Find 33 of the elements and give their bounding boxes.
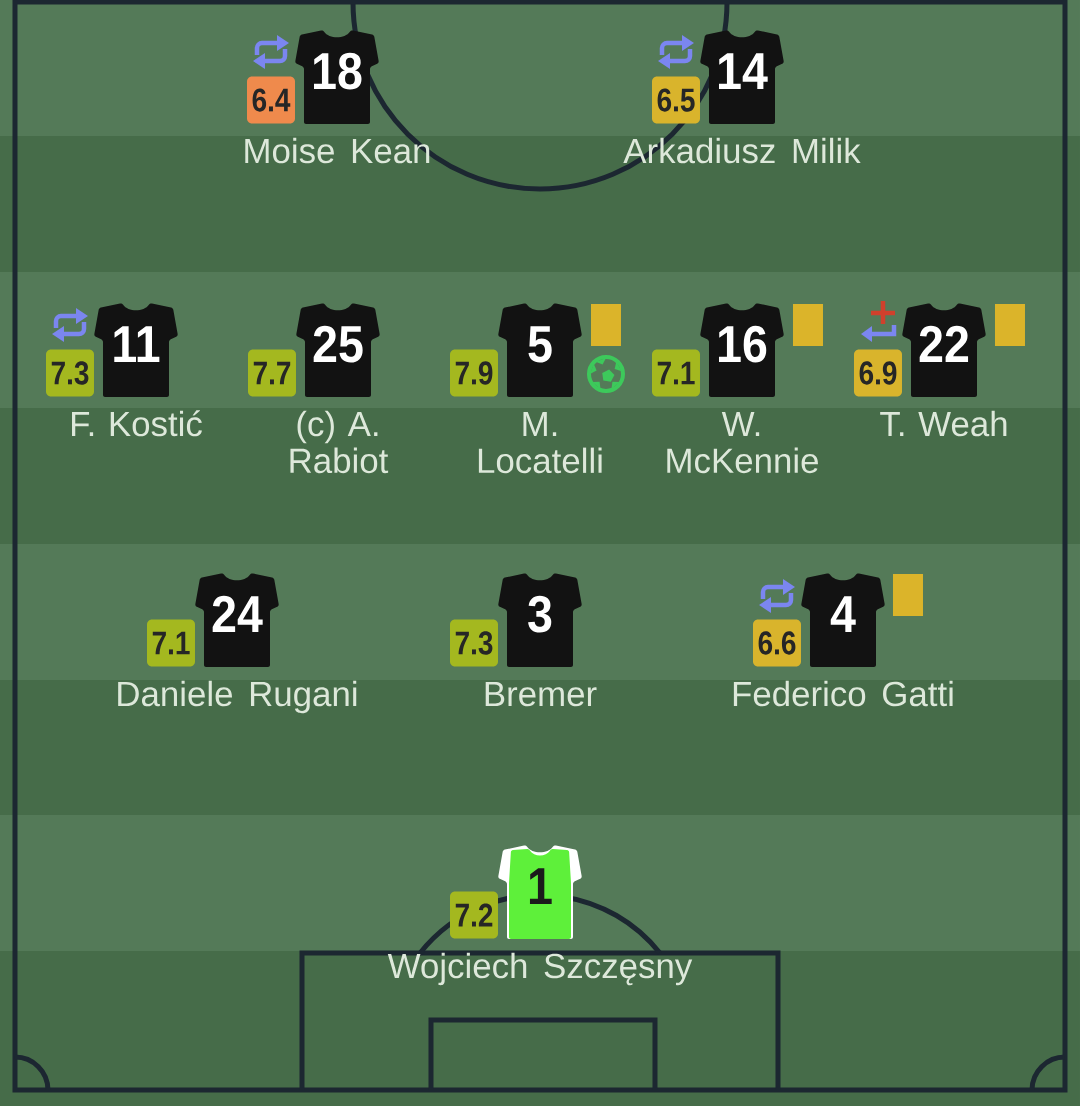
shirt: 18 [295,30,379,124]
rating-badge: 7.1 [652,349,700,397]
rating-badge: 7.2 [450,891,498,939]
player-name: Wojciech Szczęsny [387,952,693,986]
shirt: 3 [498,573,582,667]
rating-badge: 7.1 [147,619,195,667]
player-name: F. Kostić [72,410,202,437]
player-name: Federico Gatti [733,680,953,707]
player-name: T. Weah [880,410,1007,437]
shirt: 24 [195,573,279,667]
rating-badge: 7.9 [450,349,498,397]
rating-badge: 7.3 [46,349,94,397]
rating-badge: 7.7 [248,349,296,397]
rating-badge: 7.3 [450,619,498,667]
player-name: Arkadiusz Milik [623,137,861,164]
shirt: 1 [498,845,582,939]
player-name: Daniele Rugani [118,680,357,714]
player-name: W. McKennie [667,412,818,474]
rating-badge: 6.6 [753,619,801,667]
rating-badge: 6.9 [854,349,902,397]
player-name: Bremer [485,682,597,707]
shirt: 11 [94,303,178,397]
rating-badge: 6.5 [652,76,700,124]
shirt: 22 [902,303,986,397]
rating-badge: 6.4 [247,76,295,124]
shirt: 14 [700,30,784,124]
player-name: M. Locatelli [478,412,602,474]
player-name: Moise Kean [245,137,430,164]
shirt: 25 [296,303,380,397]
player-name: (c) A. Rabiot [290,410,389,474]
shirt: 4 [801,573,885,667]
shirt: 5 [498,303,582,397]
shirt: 16 [700,303,784,397]
